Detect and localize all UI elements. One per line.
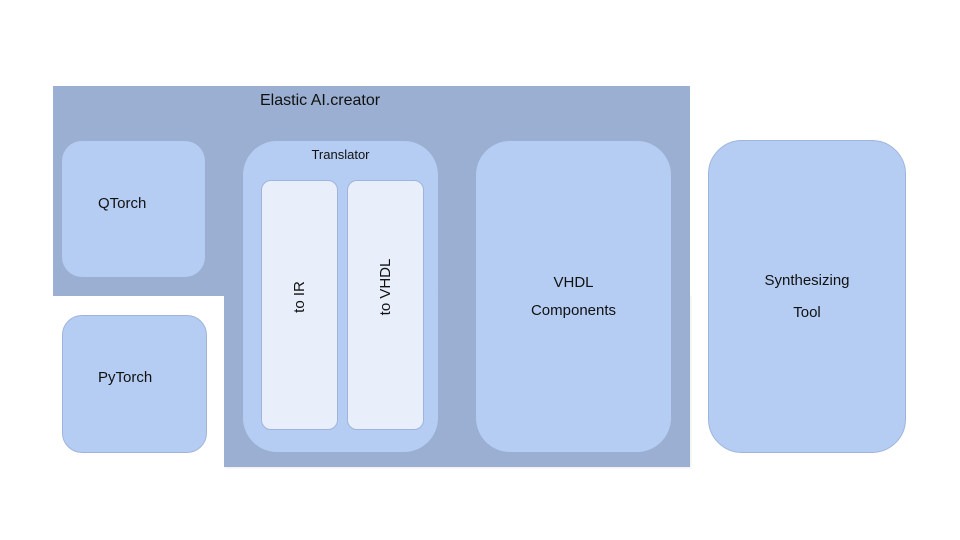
to-vhdl-label: to VHDL xyxy=(376,258,394,316)
pytorch-label: PyTorch xyxy=(98,369,153,386)
to-ir-label: to IR xyxy=(290,281,308,313)
to-ir-node: to IR xyxy=(261,180,338,430)
translator-node: Translator to IR to VHDL xyxy=(243,141,438,452)
qtorch-label: QTorch xyxy=(98,195,147,212)
vhdl-components-label-line-1: VHDL xyxy=(553,273,594,291)
translator-label: Translator xyxy=(311,147,370,162)
container-title: Elastic AI.creator xyxy=(260,92,381,109)
vhdl-components-label-line-2: Components xyxy=(530,301,617,319)
synthesizing-tool-node: Synthesizing Tool xyxy=(708,140,906,453)
qtorch-node: QTorch xyxy=(62,141,205,277)
to-vhdl-node: to VHDL xyxy=(347,180,424,430)
synthesizing-tool-label-line-1: Synthesizing xyxy=(764,271,850,289)
pytorch-node: PyTorch xyxy=(62,315,207,453)
synthesizing-tool-label-line-2: Tool xyxy=(793,303,821,321)
vhdl-components-node: VHDL Components xyxy=(476,141,671,452)
